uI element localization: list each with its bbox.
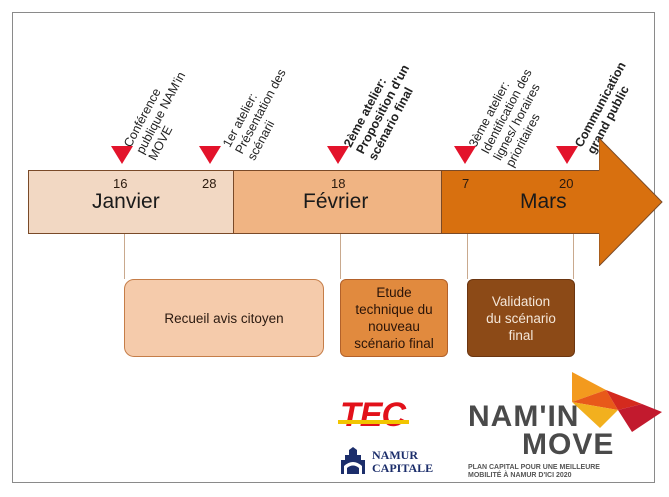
namur-capitale-emblem-icon xyxy=(341,447,365,474)
tec-logo: TEC xyxy=(338,396,409,434)
day-label: 16 xyxy=(113,176,128,191)
outer-frame xyxy=(12,12,655,483)
event-marker xyxy=(454,146,476,164)
phase-guide-line xyxy=(467,234,468,279)
namin-move-logo-line2: MOVE xyxy=(522,428,615,461)
day-label: 20 xyxy=(559,176,574,191)
phase-box-recueil: Recueil avis citoyen xyxy=(124,279,324,357)
event-marker xyxy=(556,146,578,164)
day-label: 18 xyxy=(331,176,346,191)
day-label: 7 xyxy=(462,176,470,191)
phase-box-etude: Etude technique du nouveau scénario fina… xyxy=(340,279,448,357)
timeline-segment-fevrier xyxy=(234,170,442,234)
namur-capitale-logo: NAMUR CAPITALE xyxy=(372,448,434,475)
event-marker xyxy=(327,146,349,164)
day-label: 28 xyxy=(202,176,217,191)
timeline-segment-mars xyxy=(442,170,600,234)
namin-move-logo-line1: NAM'IN xyxy=(468,400,580,433)
timeline-segment-janvier xyxy=(28,170,234,234)
phase-guide-line xyxy=(573,234,574,279)
timeline-arrowhead xyxy=(599,138,663,266)
event-marker xyxy=(199,146,221,164)
month-label-janvier: Janvier xyxy=(92,190,160,213)
month-label-mars: Mars xyxy=(520,190,567,213)
namin-move-emblem-icon xyxy=(572,372,662,432)
phase-guide-line xyxy=(340,234,341,279)
phase-box-validation: Validation du scénario final xyxy=(467,279,575,357)
month-label-fevrier: Février xyxy=(303,190,369,213)
phase-guide-line xyxy=(124,234,125,279)
namin-move-tagline: PLAN CAPITAL POUR UNE MEILLEURE MOBILITÉ… xyxy=(468,464,600,479)
event-marker xyxy=(111,146,133,164)
